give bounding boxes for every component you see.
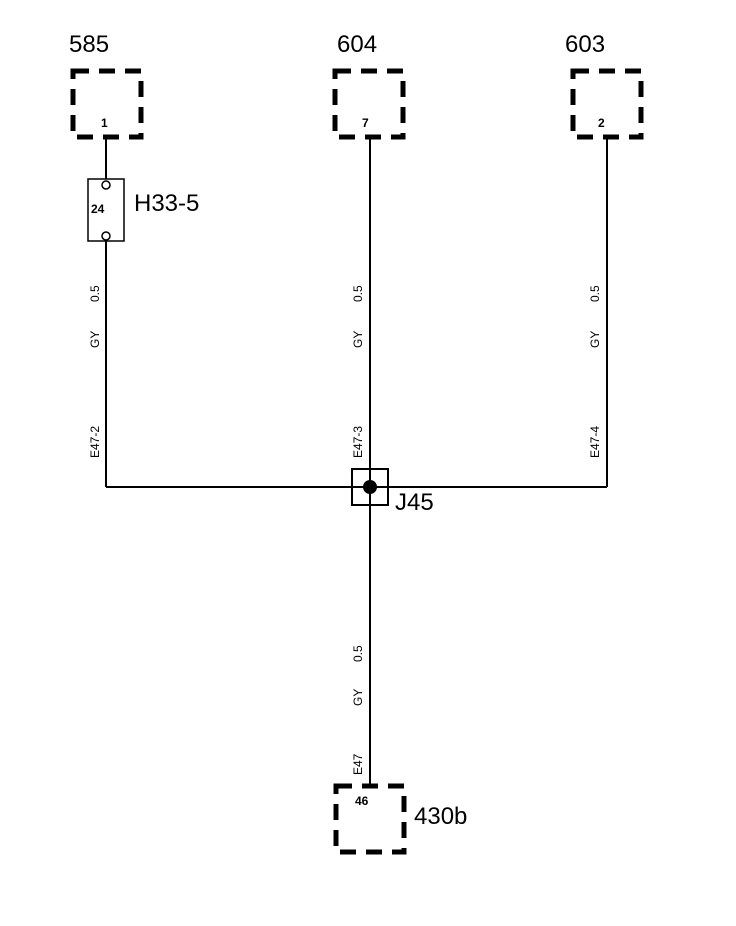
wire-bottom-id: E47 (351, 753, 365, 775)
wire-left-color: GY (88, 331, 102, 348)
connector-604[interactable]: 604 7 (332, 31, 406, 140)
wire-bottom-size: 0.5 (351, 645, 365, 662)
wire-bottom-color: GY (351, 689, 365, 706)
fuse-number: 24 (91, 202, 105, 216)
fuse-h33-5[interactable]: 24 H33-5 (87, 178, 199, 242)
wire-left-id: E47-2 (88, 426, 102, 458)
wire-left-size: 0.5 (88, 285, 102, 302)
splice-label: J45 (395, 489, 434, 516)
connector-603-pin: 2 (598, 116, 605, 130)
connector-585-pin: 1 (101, 116, 108, 130)
connector-603-box (570, 68, 644, 140)
connector-430b-box (333, 783, 407, 855)
connector-603-label: 603 (565, 31, 605, 58)
wire-center-id: E47-3 (351, 426, 365, 458)
fuse-terminal-bottom (101, 231, 111, 241)
connector-430b-label: 430b (414, 803, 467, 830)
wire-right-color: GY (588, 331, 602, 348)
connector-604-pin: 7 (362, 116, 369, 130)
connector-603[interactable]: 603 2 (565, 31, 644, 140)
connector-585-box (70, 68, 144, 140)
connector-430b[interactable]: 46 430b (333, 783, 467, 855)
splice-j45[interactable]: J45 (351, 468, 434, 516)
connector-604-label: 604 (337, 31, 377, 58)
splice-dot-icon (363, 480, 377, 494)
fuse-label: H33-5 (134, 190, 199, 217)
wire-center-color: GY (351, 331, 365, 348)
fuse-terminal-top (101, 180, 111, 190)
connector-604-box (332, 68, 406, 140)
wire-right-id: E47-4 (588, 426, 602, 458)
connector-430b-pin: 46 (355, 794, 369, 808)
fuse-body (87, 178, 125, 242)
wire-right-size: 0.5 (588, 285, 602, 302)
connector-585-label: 585 (69, 31, 109, 58)
connector-585[interactable]: 585 1 (69, 31, 144, 140)
wire-center-size: 0.5 (351, 285, 365, 302)
